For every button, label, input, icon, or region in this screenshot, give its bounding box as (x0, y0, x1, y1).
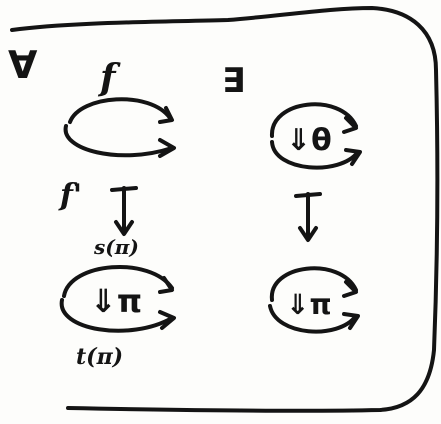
left-bottom-loop-icon (59, 264, 176, 333)
exists-symbol: ∃ (222, 61, 245, 101)
forall-symbol: ∀ (8, 43, 38, 87)
left-middle-label: f' (58, 178, 82, 213)
right-maps-to-arrow-icon (294, 192, 322, 242)
left-top-loop-icon (63, 97, 176, 158)
left-source-label: s(π) (93, 235, 139, 259)
left-target-label: t(π) (76, 344, 123, 370)
right-top-inner-symbol: ⇓θ (286, 123, 332, 158)
left-top-label: f (97, 57, 121, 99)
right-bottom-loop-icon (268, 266, 360, 334)
right-bottom-inner-symbol: ⇓π (286, 288, 332, 321)
frame-outline (10, 6, 440, 413)
left-maps-to-arrow-icon (110, 186, 138, 236)
left-inner-symbol: ⇓π (90, 282, 142, 320)
right-top-loop-icon (269, 102, 362, 170)
